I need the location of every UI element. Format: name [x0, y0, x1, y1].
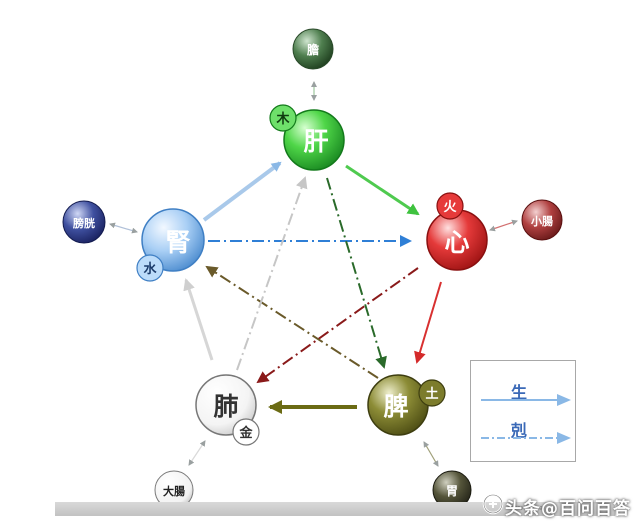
floor-shadow — [55, 502, 615, 516]
spleen-node: 脾 土 — [367, 374, 446, 436]
arrow-kidney-to-liver — [202, 161, 282, 222]
large-intestine-node: 大腸 — [154, 470, 194, 510]
watermark-text: 头条@百问百答 — [505, 499, 631, 519]
bladder-label: 膀胱 — [72, 216, 95, 230]
link-kidney-bladder — [109, 222, 138, 234]
legend-generate-label: 生 — [511, 383, 528, 402]
arrow-heart-to-spleen — [414, 281, 442, 364]
kidney-label: 腎 — [165, 228, 190, 257]
spleen-element-label: 土 — [425, 386, 438, 402]
link-spleen-stomach — [423, 441, 439, 467]
heart-node: 心 火 — [426, 192, 488, 271]
legend-restrain-label: 剋 — [511, 421, 528, 440]
small-intestine-node: 小腸 — [521, 199, 563, 241]
liver-element-label: 木 — [275, 111, 290, 127]
legend-restrain-arrow — [481, 432, 571, 444]
arrow-lung-to-kidney — [183, 278, 214, 361]
lung-element-label: 金 — [238, 425, 253, 441]
gallbladder-label: 膽 — [307, 42, 319, 57]
legend-box: 生 剋 — [470, 360, 576, 462]
small-intestine-label: 小腸 — [530, 214, 553, 228]
arrow-liver-to-heart — [345, 164, 420, 216]
heart-element-label: 火 — [443, 200, 457, 215]
heart-label: 心 — [444, 228, 469, 257]
kidney-element-label: 水 — [143, 261, 157, 277]
bladder-node: 膀胱 — [62, 200, 106, 244]
credit-text: Shenyao Blog — [508, 505, 543, 511]
link-lung-large-intestine — [188, 440, 206, 466]
arrow-spleen-to-kidney — [205, 265, 379, 379]
legend-generate-arrow — [481, 394, 571, 406]
liver-label: 肝 — [303, 127, 328, 156]
stomach-label: 胃 — [446, 484, 458, 498]
spleen-label: 脾 — [383, 392, 408, 421]
gallbladder-node: 膽 — [292, 28, 334, 70]
lung-label: 肺 — [213, 392, 238, 421]
lung-node: 肺 金 — [195, 374, 260, 446]
liver-node: 肝 木 — [269, 104, 345, 171]
link-heart-small-intestine — [489, 219, 518, 232]
large-intestine-label: 大腸 — [163, 484, 185, 498]
arrow-liver-to-spleen — [326, 177, 387, 369]
arrow-lung-to-liver — [236, 176, 308, 371]
watermark-logo-icon — [482, 493, 504, 515]
stomach-node: 胃 — [432, 470, 472, 510]
kidney-node: 腎 水 — [136, 208, 205, 282]
arrow-heart-to-lung — [256, 267, 419, 384]
